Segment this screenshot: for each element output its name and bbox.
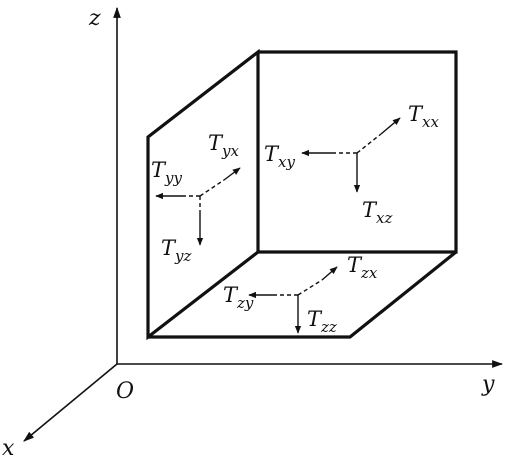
label-tyx: Tyx: [208, 131, 239, 160]
arrow-txx: [380, 117, 401, 135]
dash-xx: [356, 133, 382, 154]
arrow-tzx: [321, 266, 338, 281]
y-axis-label: y: [481, 372, 495, 397]
label-tyy: Tyy: [151, 158, 182, 187]
label-tyz: Tyz: [161, 236, 191, 265]
z-axis-label: z: [88, 6, 101, 31]
cube-bottom-face: [148, 250, 458, 339]
coordinate-axes: [23, 6, 504, 442]
dash-yx: [199, 179, 225, 197]
cube-front-face: [258, 50, 458, 254]
arrow-tyx: [223, 167, 241, 181]
label-tzy: Tzy: [223, 283, 254, 312]
side-face-stress-arrows: [155, 167, 241, 246]
label-tzx: Tzx: [347, 253, 378, 282]
origin-label: O: [116, 379, 134, 404]
label-tzz: Tzz: [307, 307, 337, 336]
x-axis: [23, 363, 118, 442]
element-cube: [146, 48, 458, 341]
dash-zx: [297, 279, 323, 296]
label-txz: Txz: [362, 198, 392, 227]
label-txy: Txy: [264, 142, 295, 171]
x-axis-label: x: [2, 436, 15, 458]
label-txx: Txx: [408, 102, 439, 131]
front-face-stress-arrows: [301, 117, 401, 193]
bottom-face-stress-arrows: [248, 266, 338, 334]
